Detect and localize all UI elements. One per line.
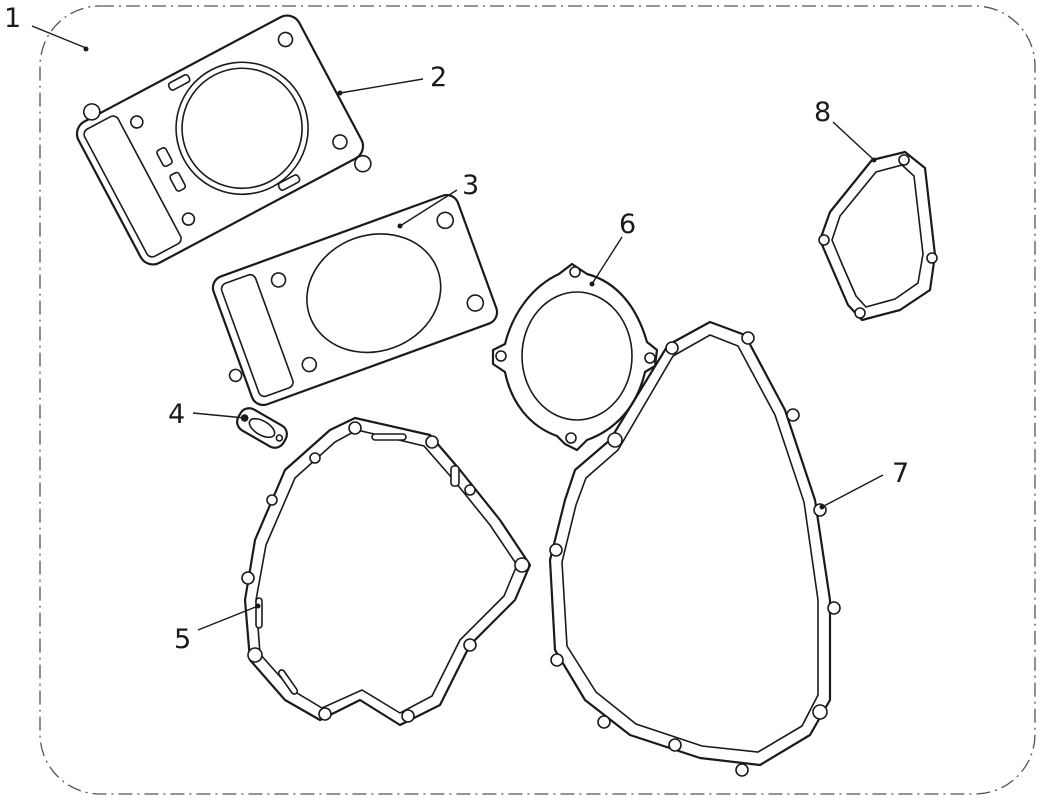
leader-6: [591, 236, 623, 285]
kit-boundary-frame: [39, 5, 1036, 795]
callout-labels: 1 2 3 4 5 6 7 8: [4, 3, 909, 655]
leader-4: [192, 412, 246, 419]
leader-1: [31, 25, 87, 49]
part-3-cylinder-base-gasket: [211, 193, 499, 407]
leader-lines: [31, 25, 884, 631]
part-2-cylinder-head-gasket: [75, 14, 372, 266]
callout-6: 6: [619, 209, 636, 240]
callout-2: 2: [430, 62, 447, 93]
callout-1: 1: [4, 3, 21, 34]
callout-7: 7: [892, 458, 909, 489]
part-7-crankcase-gasket: [548, 320, 841, 777]
leader-3: [399, 189, 458, 227]
leader-8: [832, 121, 875, 161]
callout-3: 3: [462, 170, 479, 201]
leader-7: [821, 474, 884, 508]
leader-2: [339, 78, 424, 94]
callout-8: 8: [814, 97, 831, 128]
part-8-cover-gasket: [818, 150, 938, 322]
part-4-small-gasket: [236, 407, 288, 449]
callout-4: 4: [168, 399, 185, 430]
part-5-cover-gasket: [241, 416, 532, 727]
callout-5: 5: [174, 624, 191, 655]
part-6-round-gasket: [491, 262, 659, 452]
leader-5: [197, 605, 259, 631]
